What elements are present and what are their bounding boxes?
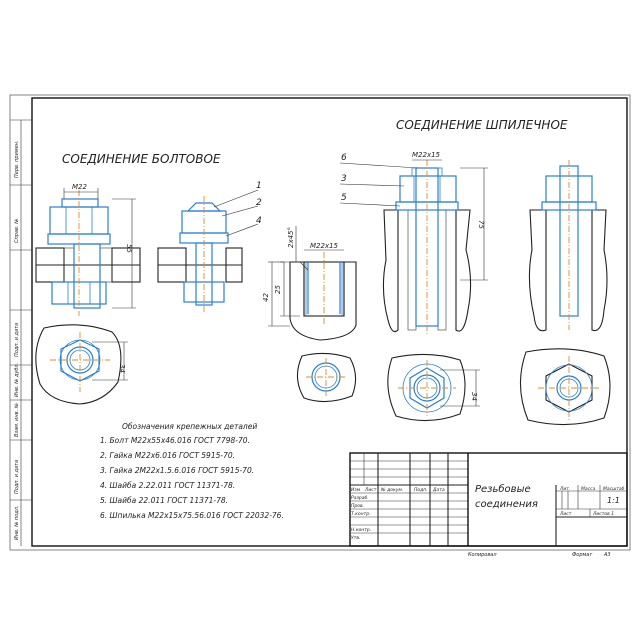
stud-front-view: M22x15 6 3 5 75 xyxy=(339,151,488,336)
side-stamp-2: Справ. № xyxy=(14,219,20,243)
tb-mass-label: Масса xyxy=(581,486,596,492)
part-item: 2. Гайка М22х6.016 ГОСТ 5915-70. xyxy=(100,451,235,460)
tb-col-date: Дата xyxy=(432,487,445,493)
tb-lit-label: Лит. xyxy=(559,486,570,492)
tb-col-sign: Подп. xyxy=(414,487,428,493)
leader-1: 1 xyxy=(256,181,262,191)
tb-col-izm: Изм xyxy=(351,487,361,493)
side-stamp-1: Перв. примен. xyxy=(14,140,20,178)
bolt-thread-label: M22 xyxy=(72,183,87,191)
tb-col-doc: № докум. xyxy=(380,487,403,493)
title-block: Изм Лист № докум. Подп. Дата Разраб. Про… xyxy=(349,452,628,547)
tb-col-list: Лист xyxy=(364,487,377,493)
hole-depth-42: 42 xyxy=(262,293,270,302)
stud-plan-view-2 xyxy=(519,348,611,426)
tb-row-razrab: Разраб. xyxy=(351,495,369,501)
side-stamp-7: Инв. № подл. xyxy=(14,506,20,541)
side-stamp-3: Подп. и дата xyxy=(14,323,20,357)
side-stamp-4: Инв. № дубл. xyxy=(14,363,20,397)
footer-format-value: А3 xyxy=(603,552,611,558)
tb-row-tkontr: Т.контр. xyxy=(351,511,371,517)
title-bolt-connection: СОЕДИНЕНИЕ БОЛТОВОЕ xyxy=(62,152,221,166)
threaded-hole-view: M22x15 2x45° 25 42 xyxy=(262,226,357,341)
side-stamp-5: Взам. инв. № xyxy=(14,403,20,437)
leader-3: 3 xyxy=(341,174,347,184)
parts-heading: Обозначения крепежных деталей xyxy=(122,422,257,431)
hole-plan-view xyxy=(296,352,357,403)
stud-simplified-view xyxy=(528,160,608,332)
side-stamp-6: Подп. и дата xyxy=(14,460,20,494)
bolt-front-view: M22 55 xyxy=(35,183,141,316)
outer-sheet-border xyxy=(9,94,631,551)
stud-thread-label: M22x15 xyxy=(412,151,441,159)
leader-4: 4 xyxy=(256,216,262,226)
part-item: 1. Болт М22х55х46.016 ГОСТ 7798-70. xyxy=(100,436,250,445)
tb-scale-label: Масштаб xyxy=(603,486,625,492)
tb-sheets-label: Листов 1 xyxy=(592,511,614,517)
drawing-name-line1: Резьбовые xyxy=(475,483,531,495)
tb-row-prov: Пров. xyxy=(351,503,364,509)
stud-plan-dim: 34 xyxy=(470,392,478,401)
tb-row-utv: Утв. xyxy=(351,535,360,541)
hole-thread-label: M22x15 xyxy=(310,242,339,250)
hole-depth-25: 25 xyxy=(274,285,282,294)
tb-sheet-label: Лист xyxy=(559,511,572,517)
tb-scale-value: 1:1 xyxy=(607,496,620,505)
drawing-frame xyxy=(31,97,628,547)
stud-length-dim: 75 xyxy=(477,220,485,229)
side-stamp: Перв. примен. Справ. № Подп. и дата Инв.… xyxy=(10,119,32,546)
bolt-plan-view: 34 xyxy=(35,324,128,405)
drawing-name-line2: соединения xyxy=(475,499,538,510)
hole-chamfer-label: 2x45° xyxy=(287,227,295,248)
part-item: 5. Шайба 22.011 ГОСТ 11371-78. xyxy=(100,496,228,505)
bolt-height-dim: 55 xyxy=(125,244,133,253)
part-item: 4. Шайба 2.22.011 ГОСТ 11371-78. xyxy=(100,481,235,490)
bolt-simplified-view: 1 2 4 xyxy=(157,181,262,312)
title-stud-connection: СОЕДИНЕНИЕ ШПИЛЕЧНОЕ xyxy=(396,118,568,132)
part-item: 6. Шпилька М22х15х75.56.016 ГОСТ 22032-7… xyxy=(100,511,284,520)
footer-format-label: Формат xyxy=(572,552,593,558)
leader-2: 2 xyxy=(256,198,262,208)
bolt-plan-dim: 34 xyxy=(118,364,126,373)
stud-plan-view-1: 34 xyxy=(387,353,480,422)
footer-copied: Копировал xyxy=(468,552,497,558)
leader-6: 6 xyxy=(341,153,347,163)
parts-list: Обозначения крепежных деталей 1. Болт М2… xyxy=(100,422,284,520)
tb-row-nkontr: Н.контр. xyxy=(351,527,371,533)
leader-5: 5 xyxy=(341,193,347,203)
part-item: 3. Гайка 2М22х1.5.6.016 ГОСТ 5915-70. xyxy=(100,466,254,475)
